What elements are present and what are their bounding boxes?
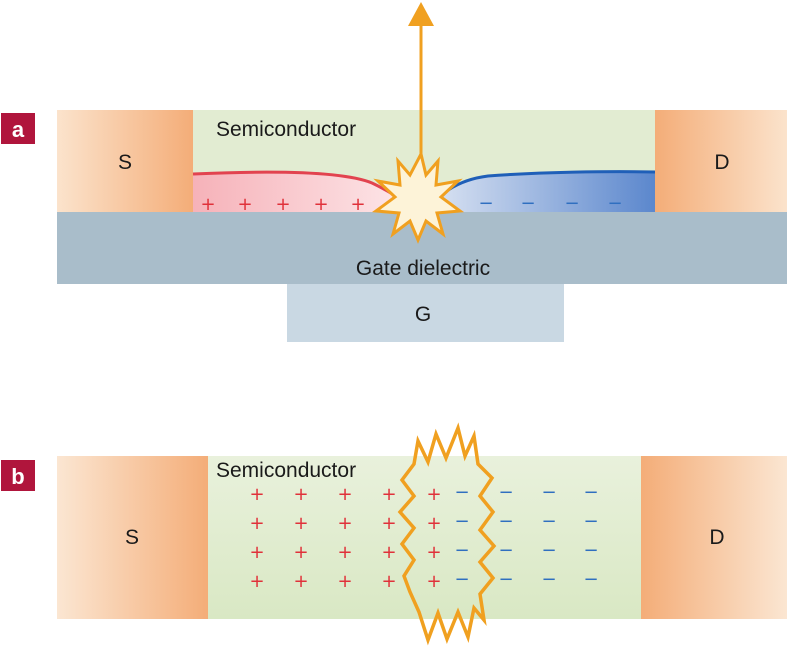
source-contact-a bbox=[57, 110, 193, 212]
light-emission-zone-b bbox=[397, 422, 497, 646]
electron-charge: − bbox=[454, 540, 469, 561]
electron-charge: − bbox=[541, 569, 556, 590]
hole-charge: + bbox=[313, 194, 328, 215]
gate-electrode bbox=[287, 284, 564, 342]
electron-charge: − bbox=[583, 511, 598, 532]
panel-a-letter: a bbox=[12, 117, 25, 142]
hole-charge: + bbox=[249, 542, 264, 563]
hole-charge: + bbox=[200, 194, 215, 215]
hole-accumulation-region bbox=[193, 172, 414, 212]
electron-charges-a: − − − − bbox=[478, 193, 622, 214]
hole-charge: + bbox=[249, 484, 264, 505]
source-label-b: S bbox=[125, 526, 139, 549]
electron-charge: − bbox=[564, 193, 579, 214]
electron-charge: − bbox=[498, 569, 513, 590]
electron-charge: − bbox=[454, 482, 469, 503]
semiconductor-label-b: Semiconductor bbox=[216, 459, 356, 482]
hole-charge: + bbox=[337, 542, 352, 563]
hole-charge: + bbox=[337, 571, 352, 592]
hole-charge: + bbox=[381, 513, 396, 534]
drain-label-b: D bbox=[709, 526, 724, 549]
electron-charge: − bbox=[541, 540, 556, 561]
electron-charge: − bbox=[583, 569, 598, 590]
hole-charge: + bbox=[249, 513, 264, 534]
hole-charge: + bbox=[426, 542, 441, 563]
hole-charge: + bbox=[275, 194, 290, 215]
electron-charge: − bbox=[607, 193, 622, 214]
hole-charges-b: + + + + + + + + + + + + + + + + + + + + bbox=[249, 484, 441, 592]
semiconductor-label-a: Semiconductor bbox=[216, 118, 356, 141]
drain-contact-a bbox=[655, 110, 787, 212]
source-label-a: S bbox=[118, 151, 132, 174]
electron-charge: − bbox=[454, 569, 469, 590]
electron-charge: − bbox=[541, 482, 556, 503]
electron-charge: − bbox=[498, 482, 513, 503]
electron-charge: − bbox=[498, 540, 513, 561]
gate-label: G bbox=[415, 303, 431, 326]
panel-a-badge bbox=[1, 113, 35, 144]
hole-charge: + bbox=[337, 513, 352, 534]
electron-charge: − bbox=[541, 511, 556, 532]
hole-charge: + bbox=[293, 571, 308, 592]
electron-charge: − bbox=[478, 193, 493, 214]
panel-b: b + + + + + + + + + + + + + + + + + + + bbox=[1, 422, 787, 646]
electron-charges-b: − − − − − − − − − − − − − − − − bbox=[454, 482, 598, 590]
hole-charge: + bbox=[426, 513, 441, 534]
electron-charge: − bbox=[498, 511, 513, 532]
drain-label-a: D bbox=[714, 151, 729, 174]
gate-dielectric-label: Gate dielectric bbox=[356, 257, 490, 280]
source-contact-b bbox=[57, 456, 208, 619]
panel-b-letter: b bbox=[11, 464, 24, 489]
electron-charge: − bbox=[454, 511, 469, 532]
hole-charge: + bbox=[426, 571, 441, 592]
panel-b-badge bbox=[1, 460, 35, 491]
hole-charge: + bbox=[381, 571, 396, 592]
light-emission-burst-a bbox=[371, 149, 465, 244]
hole-charge: + bbox=[381, 542, 396, 563]
hole-charge: + bbox=[381, 484, 396, 505]
hole-charge: + bbox=[237, 194, 252, 215]
hole-charge: + bbox=[293, 484, 308, 505]
electron-accumulation-region bbox=[428, 171, 655, 212]
drain-contact-b bbox=[641, 456, 787, 619]
hole-charge: + bbox=[350, 194, 365, 215]
electron-charge: − bbox=[520, 193, 535, 214]
hole-charge: + bbox=[293, 542, 308, 563]
semiconductor-layer-b bbox=[208, 456, 641, 619]
photon-arrowhead bbox=[408, 2, 434, 26]
electron-charge: − bbox=[583, 482, 598, 503]
panel-a: a + + + + + + − − − − bbox=[1, 2, 787, 342]
hole-charge: + bbox=[337, 484, 352, 505]
hole-charge: + bbox=[426, 484, 441, 505]
hole-charge: + bbox=[293, 513, 308, 534]
hole-charge: + bbox=[249, 571, 264, 592]
electron-charge: − bbox=[583, 540, 598, 561]
